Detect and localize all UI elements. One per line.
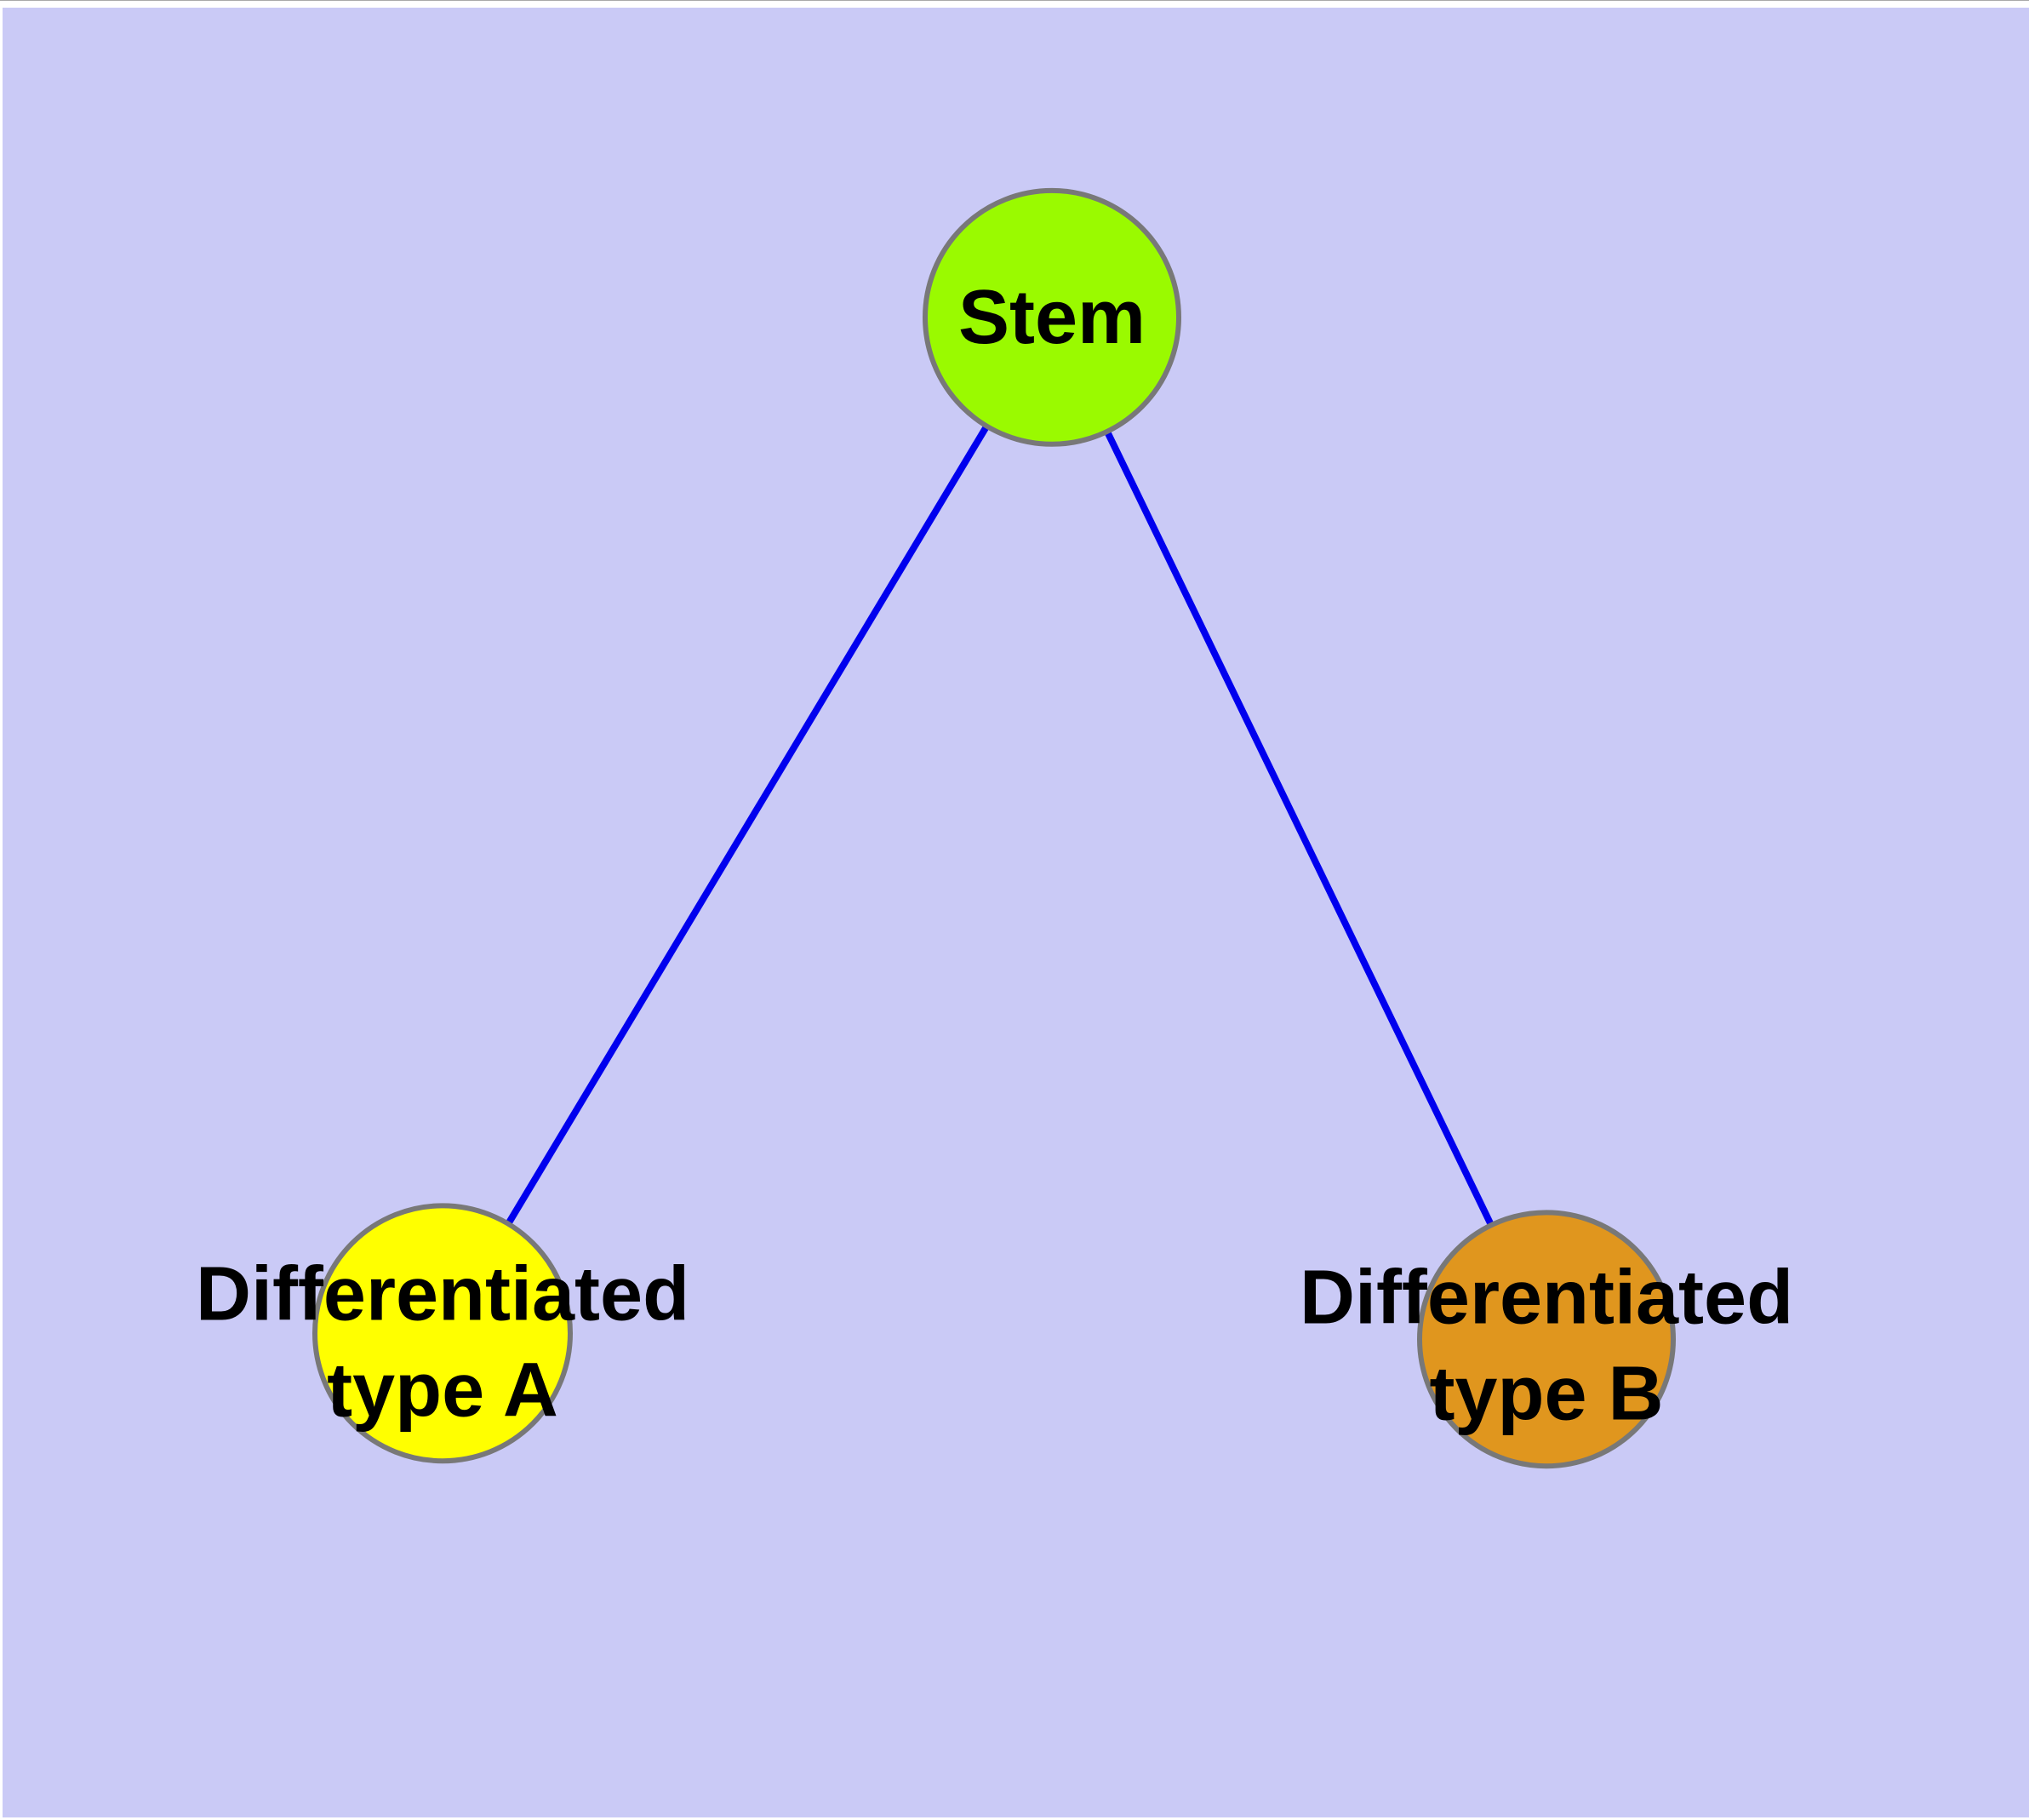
type-a-node-circle [312, 1203, 573, 1464]
graph-svg [312, 187, 1676, 1469]
stem-node-circle [923, 187, 1181, 447]
edge-stem-to-type-a [439, 315, 1055, 1336]
edge-stem-to-type-b [1049, 316, 1550, 1342]
type-b-node-circle [1417, 1210, 1676, 1469]
graph-canvas: Stem Differentiated type A Differentiate… [3, 8, 2029, 1817]
